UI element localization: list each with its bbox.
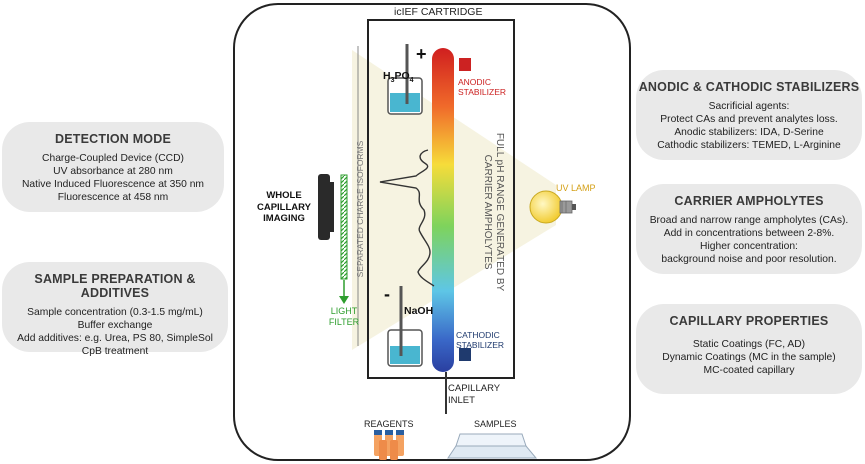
acid-label-text: H3PO4 (383, 70, 414, 85)
card-line: Buffer exchange (77, 320, 153, 331)
card-line: Add in concentrations between 2-8%. (663, 228, 835, 239)
card-line: Sacrificial agents: (708, 101, 790, 112)
card-title: CAPILLARY PROPERTIES (669, 314, 829, 328)
anodic-block (459, 58, 471, 71)
light-filter-bar (340, 174, 348, 280)
card-title: ANODIC & CATHODIC STABILIZERS (638, 80, 860, 94)
camera-icon (318, 174, 330, 240)
card-title: DETECTION MODE (55, 132, 171, 146)
base-beaker (387, 286, 423, 367)
carrier-ampholytes-card: CARRIER AMPHOLYTES Broad and narrow rang… (636, 184, 862, 274)
stabilizers-card: ANODIC & CATHODIC STABILIZERS Sacrificia… (636, 70, 862, 160)
reagent-vials-icon (374, 430, 404, 460)
card-line: Dynamic Coatings (MC in the sample) (662, 352, 836, 363)
card-line: Fluorescence at 458 nm (57, 192, 169, 203)
isoform-trace (379, 149, 435, 287)
cathodic-block (459, 348, 471, 361)
card-line: Add additives: e.g. Urea, PS 80, SimpleS… (17, 333, 213, 344)
card-title: SAMPLE PREPARATION & ADDITIVES (34, 272, 196, 300)
card-line: Anodic stabilizers: IDA, D-Serine (674, 127, 824, 138)
card-line: Protect CAs and prevent analytes loss. (660, 114, 838, 125)
card-line: Sample concentration (0.3-1.5 mg/mL) (27, 307, 203, 318)
card-line: Charge-Coupled Device (CCD) (42, 153, 184, 164)
card-line: Broad and narrow range ampholytes (CAs). (649, 215, 849, 226)
light-filter-label: LIGHT FILTER (328, 306, 360, 327)
card-line: Cathodic stabilizers: TEMED, L-Arginine (657, 140, 841, 151)
uv-lamp-label: UV LAMP (556, 183, 596, 193)
uv-lamp-icon (529, 190, 563, 224)
capillary-inlet-label: CAPILLARY INLET (448, 383, 501, 406)
card-line: Static Coatings (FC, AD) (692, 339, 806, 350)
acid-label: H3PO4 (383, 70, 414, 84)
base-label: NaOH (404, 305, 434, 317)
separated-isoforms-text: SEPARATED CHARGE ISOFORMS (355, 140, 365, 278)
cathodic-stabilizer-label: CATHODIC STABILIZER (456, 330, 505, 350)
card-line: background noise and poor resolution. (661, 254, 837, 265)
ph-gradient-bar (432, 48, 454, 372)
card-title: CARRIER AMPHOLYTES (674, 194, 824, 208)
imaging-label: WHOLE CAPILLARY IMAGING (256, 190, 311, 224)
filter-arrow-head (339, 296, 349, 304)
card-line: Higher concentration: (700, 241, 798, 252)
minus-sign: - (384, 284, 390, 304)
capillary-properties-card: CAPILLARY PROPERTIES Static Coatings (FC… (636, 304, 862, 394)
acid-beaker (387, 44, 423, 115)
samples-label: SAMPLES (474, 419, 517, 429)
cartridge-box (367, 19, 515, 379)
sample-preparation-card: SAMPLE PREPARATION & ADDITIVES Sample co… (2, 262, 228, 357)
anodic-stabilizer-label: ANODIC STABILIZER (458, 77, 507, 97)
card-line: MC-coated capillary (703, 365, 795, 376)
gradient-text: FULL pH RANGE GENERATED BY CARRIER AMPHO… (482, 132, 505, 292)
card-line: Native Induced Fluorescence at 350 nm (21, 179, 204, 190)
instrument-frame (233, 3, 631, 461)
cartridge-label: icIEF CARTRIDGE (394, 6, 483, 18)
card-line: UV absorbance at 280 nm (53, 166, 173, 177)
sample-plate-icon (447, 433, 538, 459)
card-line: CpB treatment (81, 346, 149, 357)
plus-sign: + (416, 44, 427, 64)
reagents-label: REAGENTS (364, 419, 414, 429)
detection-mode-card: DETECTION MODE Charge-Coupled Device (CC… (2, 122, 224, 212)
